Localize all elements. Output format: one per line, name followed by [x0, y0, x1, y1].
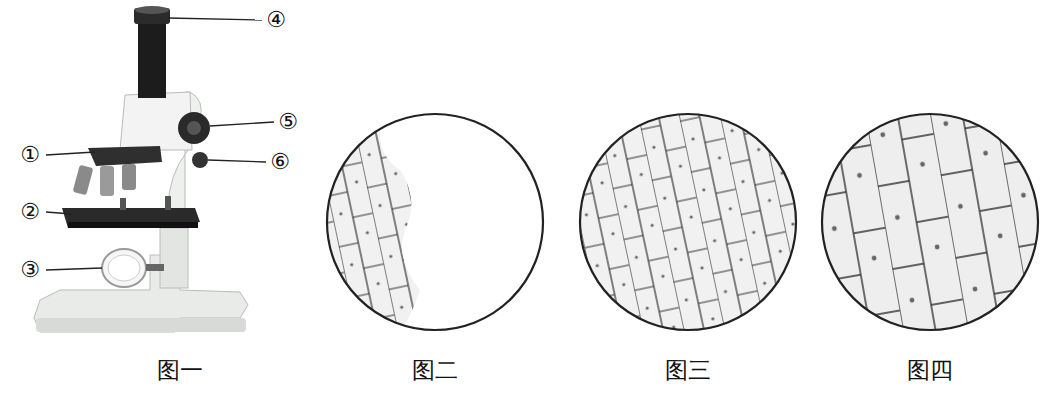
leader-lines — [46, 18, 274, 270]
figure-label: 图二 — [412, 359, 458, 382]
view-field-3 — [575, 110, 805, 340]
figure-label: 图三 — [665, 359, 711, 382]
callout-number: ① — [20, 144, 40, 166]
callout-number: ④ — [266, 9, 286, 31]
view-field-4 — [818, 110, 1048, 340]
callout-number: ⑤ — [278, 111, 298, 133]
callout-number: ⑥ — [270, 151, 290, 173]
view-field-2 — [320, 110, 560, 340]
microscope — [34, 6, 248, 332]
callout-number: ② — [20, 201, 40, 223]
figure-label: 图四 — [907, 359, 953, 382]
figure-label: 图一 — [157, 359, 203, 382]
callout-number: ③ — [20, 259, 40, 281]
